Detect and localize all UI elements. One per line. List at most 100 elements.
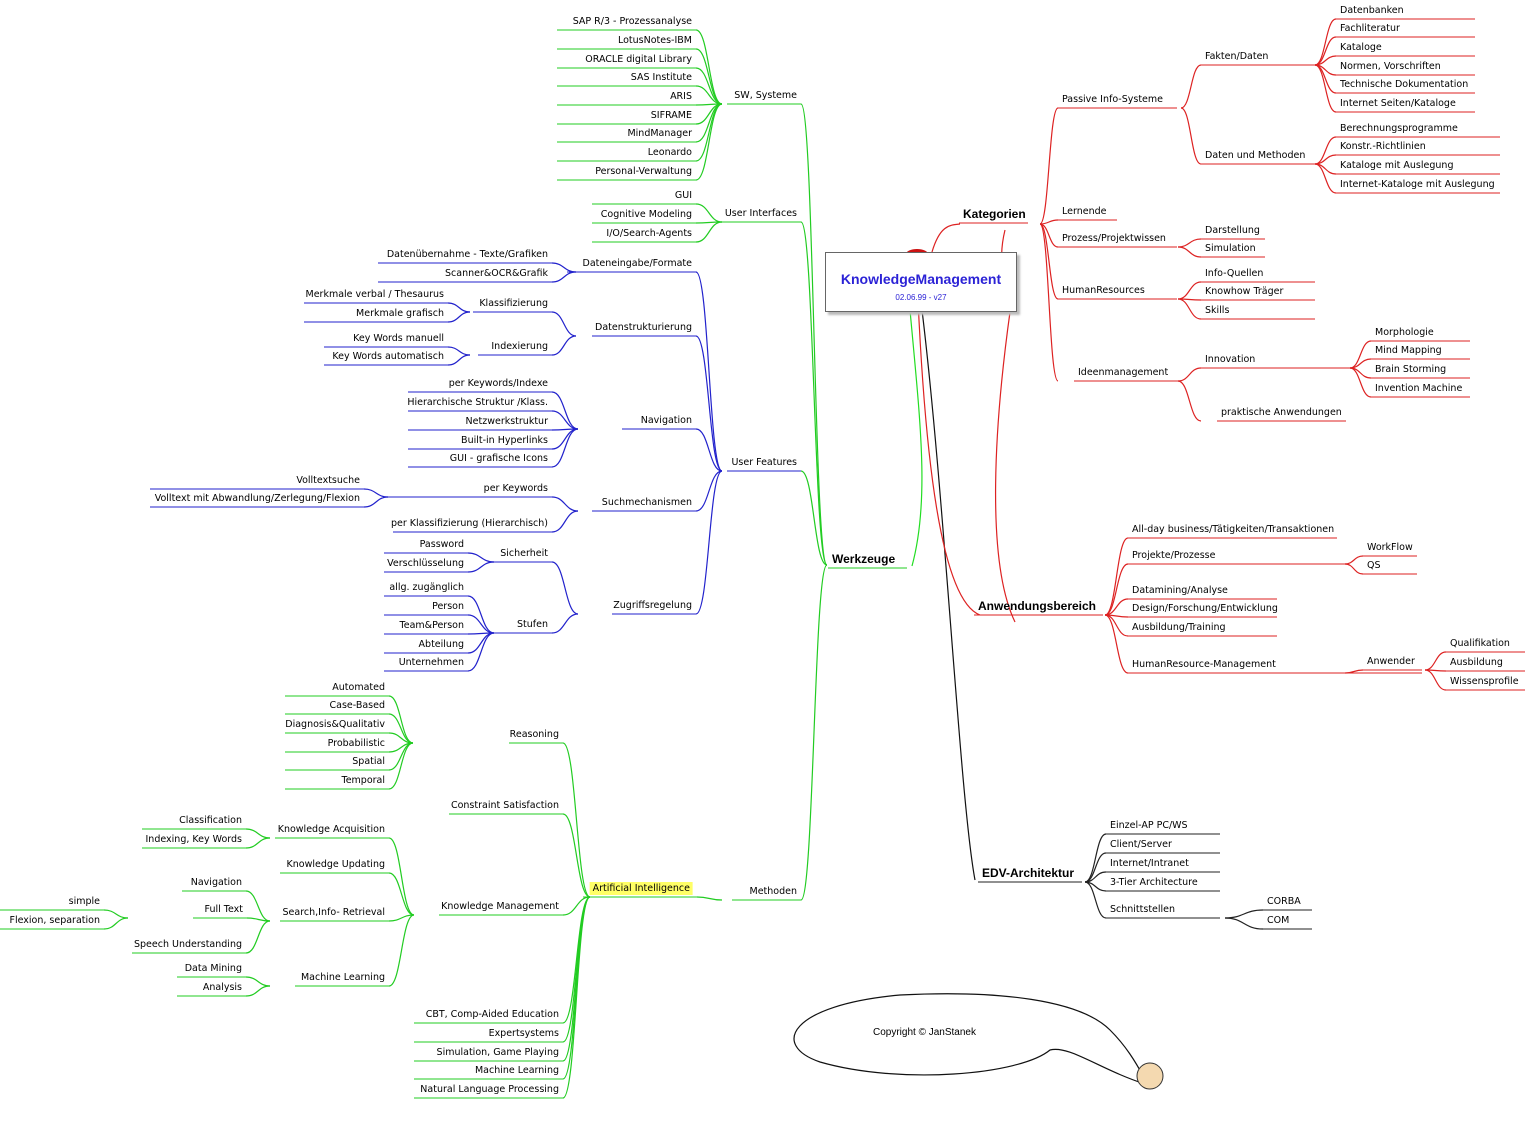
node-kategorien-prozess-items-1[interactable]: Simulation — [1205, 243, 1256, 254]
node-kategorien-passive-fakten-items-3[interactable]: Normen, Vorschriften — [1340, 61, 1441, 72]
node-werkzeuge-methoden-ai-km-ml-items-0[interactable]: Data Mining — [184, 963, 242, 974]
node-werkzeuge-uf-dateneingabe-label[interactable]: Dateneingabe/Formate — [582, 258, 692, 269]
node-werkzeuge-uf-struktur-index-label[interactable]: Indexierung — [491, 341, 548, 352]
node-anwendung-hrm-anwender-items-2[interactable]: Wissensprofile — [1450, 676, 1519, 687]
node-kategorien-passive-methoden-items-1[interactable]: Konstr.-Richtlinien — [1340, 141, 1426, 152]
node-kategorien-passive-fakten-items-4[interactable]: Technische Dokumentation — [1340, 79, 1469, 90]
node-edv-items-3[interactable]: 3-Tier Architecture — [1110, 877, 1198, 888]
node-anwendung-hrm-anwender-items-0[interactable]: Qualifikation — [1450, 638, 1510, 649]
node-werkzeuge-methoden-ai-others-0[interactable]: CBT, Comp-Aided Education — [425, 1009, 559, 1020]
node-werkzeuge-sw-items-6[interactable]: MindManager — [627, 128, 692, 139]
node-werkzeuge-uf-zugriff-sicherheit-items-0[interactable]: Password — [419, 539, 464, 550]
node-kategorien-hr-items-1[interactable]: Knowhow Träger — [1205, 286, 1284, 297]
node-werkzeuge-uf-zugriff-stufen-items-3[interactable]: Abteilung — [418, 639, 464, 650]
node-werkzeuge-uf-struktur-klass-label[interactable]: Klassifizierung — [479, 298, 548, 309]
node-werkzeuge-sw-items-2[interactable]: ORACLE digital Library — [585, 54, 692, 65]
node-werkzeuge-methoden-ai-reasoning-items-1[interactable]: Case-Based — [329, 700, 385, 711]
topic-edv-architektur[interactable]: EDV-Architektur — [982, 866, 1075, 880]
node-anwendung-projekte-items-0[interactable]: WorkFlow — [1367, 542, 1413, 553]
node-werkzeuge-methoden-ai-reasoning-label[interactable]: Reasoning — [509, 729, 559, 740]
node-anwendung-items-0[interactable]: Datamining/Analyse — [1132, 585, 1228, 596]
node-anwendung-projekte-items-1[interactable]: QS — [1367, 560, 1381, 571]
node-anwendung-hrm-label[interactable]: HumanResource-Management — [1132, 659, 1276, 670]
node-werkzeuge-sw-items-0[interactable]: SAP R/3 - Prozessanalyse — [572, 16, 692, 27]
node-werkzeuge-uf-label[interactable]: User Features — [731, 457, 797, 468]
node-werkzeuge-methoden-ai-km-search-full-items-0[interactable]: simple — [68, 896, 100, 907]
node-werkzeuge-ui-items-1[interactable]: Cognitive Modeling — [600, 209, 692, 220]
node-werkzeuge-methoden-ai-km-label[interactable]: Knowledge Management — [441, 901, 559, 912]
node-kategorien-passive-fakten-items-0[interactable]: Datenbanken — [1340, 5, 1404, 16]
node-werkzeuge-methoden-ai-others-3[interactable]: Machine Learning — [474, 1065, 559, 1076]
node-werkzeuge-ui-label[interactable]: User Interfaces — [724, 208, 797, 219]
node-werkzeuge-uf-such-perkw-items-1[interactable]: Volltext mit Abwandlung/Zerlegung/Flexio… — [154, 493, 360, 504]
node-werkzeuge-sw-items-4[interactable]: ARIS — [670, 91, 692, 102]
node-edv-items-2[interactable]: Internet/Intranet — [1110, 858, 1189, 869]
node-kategorien-passive-fakten-items-1[interactable]: Fachliteratur — [1340, 23, 1400, 34]
node-werkzeuge-uf-such-label[interactable]: Suchmechanismen — [601, 497, 692, 508]
node-edv-schnitt-items-0[interactable]: CORBA — [1267, 896, 1301, 907]
node-kategorien-prozess-items-0[interactable]: Darstellung — [1205, 225, 1260, 236]
node-kategorien-ideen-innovation-items-0[interactable]: Morphologie — [1375, 327, 1434, 338]
node-werkzeuge-uf-navigation-items-1[interactable]: Hierarchische Struktur /Klass. — [407, 397, 548, 408]
node-werkzeuge-ui-items-2[interactable]: I/O/Search-Agents — [606, 228, 692, 239]
node-kategorien-hr-items-2[interactable]: Skills — [1205, 305, 1230, 316]
node-werkzeuge-sw-label[interactable]: SW, Systeme — [734, 90, 797, 101]
node-werkzeuge-uf-struktur-label[interactable]: Datenstrukturierung — [595, 322, 692, 333]
node-kategorien-prozess-label[interactable]: Prozess/Projektwissen — [1062, 233, 1166, 244]
node-werkzeuge-uf-such-perkw-items-0[interactable]: Volltextsuche — [296, 475, 360, 486]
node-anwendung-allday[interactable]: All-day business/Tätigkeiten/Transaktion… — [1132, 524, 1335, 535]
topic-kategorien[interactable]: Kategorien — [963, 207, 1026, 221]
artificial-intelligence-node[interactable]: Artificial Intelligence — [589, 882, 693, 895]
central-topic[interactable]: KnowledgeManagement 02.06.99 - v27 — [825, 252, 1017, 312]
node-werkzeuge-methoden-ai-others-4[interactable]: Natural Language Processing — [420, 1084, 559, 1095]
node-kategorien-ideen-innovation-items-3[interactable]: Invention Machine — [1375, 383, 1463, 394]
node-werkzeuge-uf-struktur-klass-items-1[interactable]: Merkmale grafisch — [356, 308, 444, 319]
node-kategorien-hr-label[interactable]: HumanResources — [1062, 285, 1145, 296]
node-werkzeuge-methoden-ai-km-ml-label[interactable]: Machine Learning — [300, 972, 385, 983]
node-anwendung-items-2[interactable]: Ausbildung/Training — [1132, 622, 1226, 633]
node-werkzeuge-uf-navigation-items-3[interactable]: Built-in Hyperlinks — [461, 435, 548, 446]
node-kategorien-ideen-label[interactable]: Ideenmanagement — [1078, 367, 1169, 378]
node-kategorien-passive-methoden-items-2[interactable]: Kataloge mit Auslegung — [1340, 160, 1454, 171]
node-kategorien-ideen-praktisch[interactable]: praktische Anwendungen — [1221, 407, 1342, 418]
node-kategorien-ideen-innovation-items-1[interactable]: Mind Mapping — [1375, 345, 1442, 356]
topic-anwendungsbereich[interactable]: Anwendungsbereich — [978, 599, 1097, 613]
node-edv-items-0[interactable]: Einzel-AP PC/WS — [1110, 820, 1188, 831]
node-werkzeuge-uf-zugriff-stufen-items-0[interactable]: allg. zugänglich — [389, 582, 464, 593]
node-werkzeuge-sw-items-5[interactable]: SIFRAME — [650, 110, 692, 121]
node-werkzeuge-methoden-ai-reasoning-items-4[interactable]: Spatial — [352, 756, 385, 767]
node-werkzeuge-uf-navigation-label[interactable]: Navigation — [640, 415, 692, 426]
node-werkzeuge-methoden-ai-reasoning-items-0[interactable]: Automated — [332, 682, 385, 693]
node-werkzeuge-uf-zugriff-stufen-items-4[interactable]: Unternehmen — [398, 657, 464, 668]
node-kategorien-passive-methoden-label[interactable]: Daten und Methoden — [1205, 150, 1306, 161]
node-werkzeuge-sw-items-8[interactable]: Personal-Verwaltung — [595, 166, 692, 177]
node-edv-schnitt-label[interactable]: Schnittstellen — [1110, 904, 1176, 915]
node-werkzeuge-methoden-ai-km-search-full-items-1[interactable]: Flexion, separation — [9, 915, 101, 926]
node-werkzeuge-uf-navigation-items-2[interactable]: Netzwerkstruktur — [465, 416, 548, 427]
node-kategorien-lernende[interactable]: Lernende — [1062, 206, 1107, 217]
node-werkzeuge-uf-dateneingabe-items-1[interactable]: Scanner&OCR&Grafik — [445, 268, 548, 279]
node-werkzeuge-methoden-ai-km-search-label[interactable]: Search,Info- Retrieval — [282, 907, 385, 918]
node-kategorien-ideen-innovation-items-2[interactable]: Brain Storming — [1375, 364, 1447, 375]
node-werkzeuge-uf-struktur-index-items-1[interactable]: Key Words automatisch — [332, 351, 444, 362]
node-werkzeuge-methoden-ai-reasoning-items-5[interactable]: Temporal — [341, 775, 386, 786]
node-werkzeuge-uf-zugriff-stufen-items-1[interactable]: Person — [432, 601, 464, 612]
node-werkzeuge-uf-navigation-items-0[interactable]: per Keywords/Indexe — [448, 378, 548, 389]
node-anwendung-projekte-label[interactable]: Projekte/Prozesse — [1132, 550, 1216, 561]
node-werkzeuge-uf-dateneingabe-items-0[interactable]: Datenübernahme - Texte/Grafiken — [386, 249, 548, 260]
node-anwendung-hrm-anwender-items-1[interactable]: Ausbildung — [1450, 657, 1503, 668]
node-werkzeuge-uf-zugriff-stufen-items-2[interactable]: Team&Person — [399, 620, 464, 631]
node-werkzeuge-uf-navigation-items-4[interactable]: GUI - grafische Icons — [449, 453, 548, 464]
node-werkzeuge-methoden-ai-reasoning-items-2[interactable]: Diagnosis&Qualitativ — [285, 719, 385, 730]
node-werkzeuge-uf-zugriff-label[interactable]: Zugriffsregelung — [613, 600, 692, 611]
node-edv-items-1[interactable]: Client/Server — [1110, 839, 1172, 850]
node-kategorien-passive-methoden-items-3[interactable]: Internet-Kataloge mit Auslegung — [1340, 179, 1495, 190]
node-werkzeuge-uf-zugriff-sicherheit-items-1[interactable]: Verschlüsselung — [387, 558, 464, 569]
node-werkzeuge-methoden-label[interactable]: Methoden — [749, 886, 798, 897]
node-kategorien-passive-fakten-items-5[interactable]: Internet Seiten/Kataloge — [1340, 98, 1456, 109]
node-werkzeuge-methoden-ai-km-acq-label[interactable]: Knowledge Acquisition — [277, 824, 385, 835]
node-anwendung-items-1[interactable]: Design/Forschung/Entwicklung — [1132, 603, 1278, 614]
node-kategorien-ideen-innovation-label[interactable]: Innovation — [1205, 354, 1256, 365]
node-werkzeuge-uf-zugriff-sicherheit-label[interactable]: Sicherheit — [500, 548, 548, 559]
node-werkzeuge-methoden-ai-km-search-speech[interactable]: Speech Understanding — [133, 939, 242, 950]
